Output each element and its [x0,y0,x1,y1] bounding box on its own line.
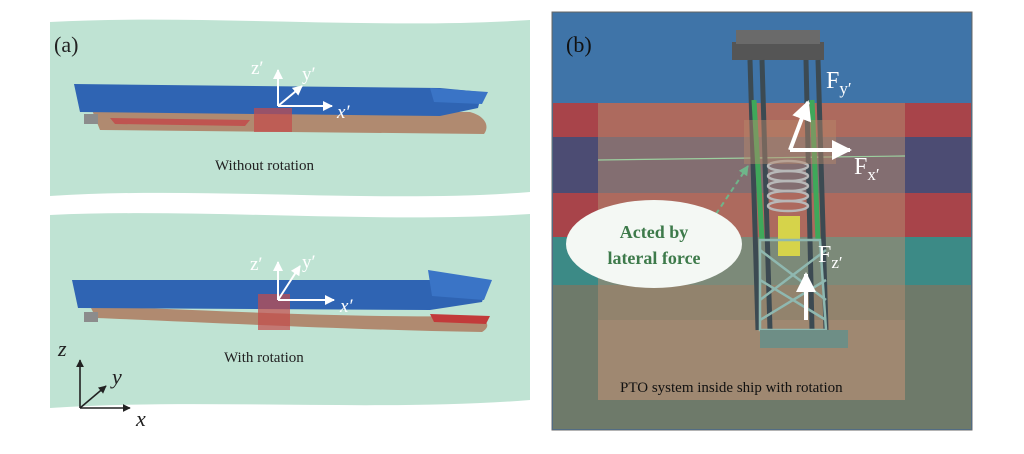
hull-red-strip-top [110,118,250,126]
axis-x: x [135,406,146,431]
panel-a-label: (a) [54,32,78,57]
global-axes: z y x [57,336,146,431]
panel-b: (b) [551,11,973,431]
caption-without-rotation: Without rotation [215,158,314,174]
ship-without-rotation [74,84,488,134]
lateral-force-callout: Acted by lateral force [566,165,749,288]
tower-top-cap [736,30,820,44]
tower-top-plate [732,42,824,60]
bow-top [430,88,488,104]
force-y-arrow [788,100,812,151]
force-z-label: Fz′ [818,242,843,272]
rudder-top [84,114,98,124]
axis-y: y [110,364,122,389]
callout-line-2: lateral force [607,248,700,268]
local-axes-top: z′ y′ x′ [251,58,350,123]
axis-z: z [57,336,67,361]
generator-core [778,216,800,256]
axis-x-prime-top: x′ [336,102,350,123]
axis-y-prime-top: y′ [302,64,316,85]
callout-line-1: Acted by [620,222,689,242]
rudder-bottom [84,312,98,322]
caption-with-rotation: With rotation [224,350,304,366]
pto-region-top [254,108,292,132]
spring [766,159,810,213]
tower-base-plate [760,330,848,348]
force-arrows: Fy′ Fx′ Fz′ [788,68,880,320]
axis-x-prime-bottom: x′ [339,296,353,317]
bow-bottom [428,270,492,300]
force-y-label: Fy′ [826,68,852,98]
callout-bubble [566,200,742,288]
caption-pto: PTO system inside ship with rotation [620,380,843,396]
force-x-label: Fx′ [854,154,880,184]
axis-z-prime-bottom: z′ [250,254,263,275]
lateral-block [744,120,836,164]
panel-a: (a) z′ y′ x′ Without rotation [50,19,530,431]
axis-y-prime-bottom: y′ [302,252,316,273]
ship-with-rotation [72,270,492,332]
panel-b-label: (b) [566,32,592,57]
hull-red-strip-bottom [430,314,490,324]
pto-tower [732,30,848,348]
callout-pointer [715,165,749,215]
axis-z-prime-top: z′ [251,58,264,79]
local-axes-bottom: z′ y′ x′ [250,252,353,317]
